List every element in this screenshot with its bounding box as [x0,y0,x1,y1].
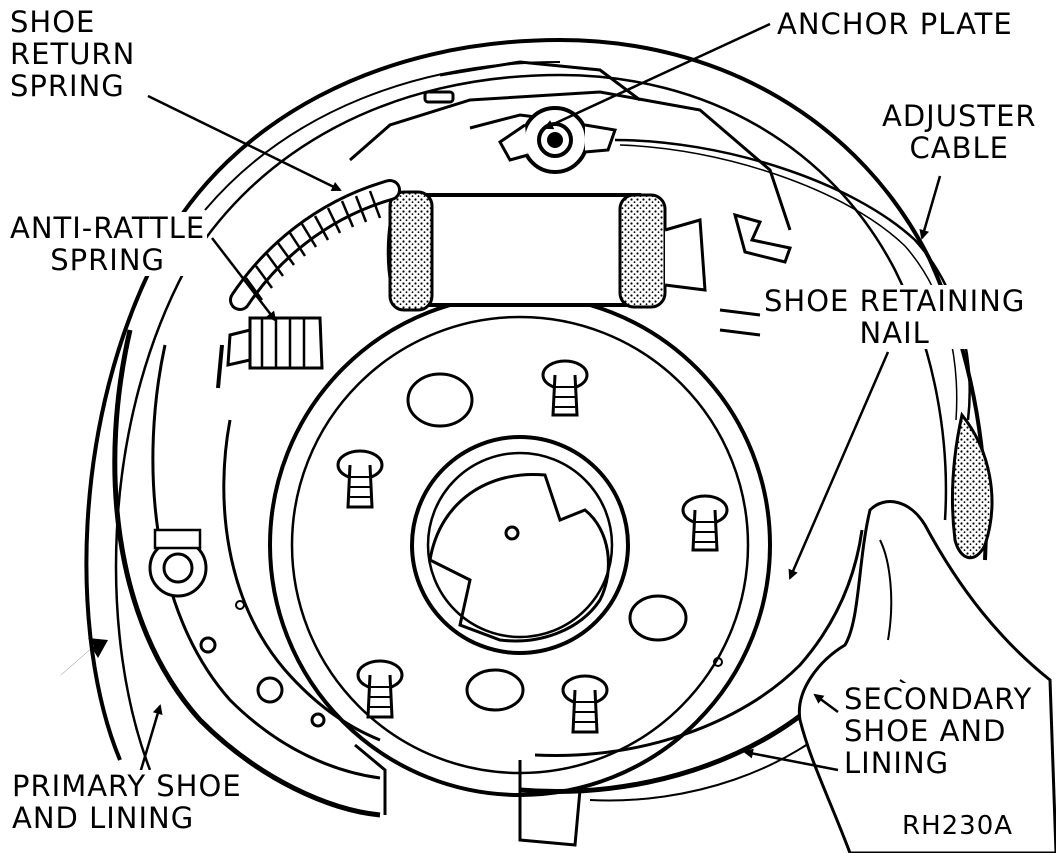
label-line: LINING [844,746,950,780]
label-line: ADJUSTER [882,99,1037,133]
label-line: ANCHOR PLATE [777,7,1013,41]
label-anchor-plate: ANCHOR PLATE [775,8,1015,40]
label-primary-shoe-and-lining: PRIMARY SHOE AND LINING [10,770,244,834]
label-line: SHOE [10,5,96,39]
adjuster-cable [614,138,994,559]
label-line: ANTI-RATTLE [10,211,206,245]
label-secondary-shoe-and-lining: SECONDARY SHOE AND LINING [842,682,1035,780]
wheel-studs [336,359,729,734]
direction-arrow [60,638,108,676]
label-line: NAIL [859,316,930,350]
label-shoe-return-spring: SHOE RETURN SPRING [8,5,138,103]
label-shoe-retaining-nail: SHOE RETAINING NAIL [762,284,1028,350]
hand [797,500,1056,853]
hub [268,293,772,797]
label-line: SPRING [50,243,165,277]
shoe-return-spring [229,179,401,311]
primary-shoe [112,329,387,818]
label-line: CABLE [909,131,1009,165]
anchor-pin [498,106,618,174]
label-anti-rattle-spring: ANTI-RATTLE SPRING [8,211,208,277]
wheel-cylinder [386,190,707,312]
leader-lines [136,22,942,781]
label-adjuster-cable: ADJUSTER CABLE [880,100,1039,164]
label-line: AND LINING [12,801,195,835]
label-line: SPRING [10,69,125,103]
label-line: SECONDARY [844,682,1033,716]
label-line: SHOE AND [844,714,1007,748]
adjuster-screw [148,528,208,598]
anti-rattle-spring [216,316,324,389]
label-line: PRIMARY SHOE [12,769,242,803]
label-line: RETURN [10,37,136,71]
figure-code: RH230A [900,810,1016,842]
label-line: SHOE RETAINING [764,284,1026,318]
